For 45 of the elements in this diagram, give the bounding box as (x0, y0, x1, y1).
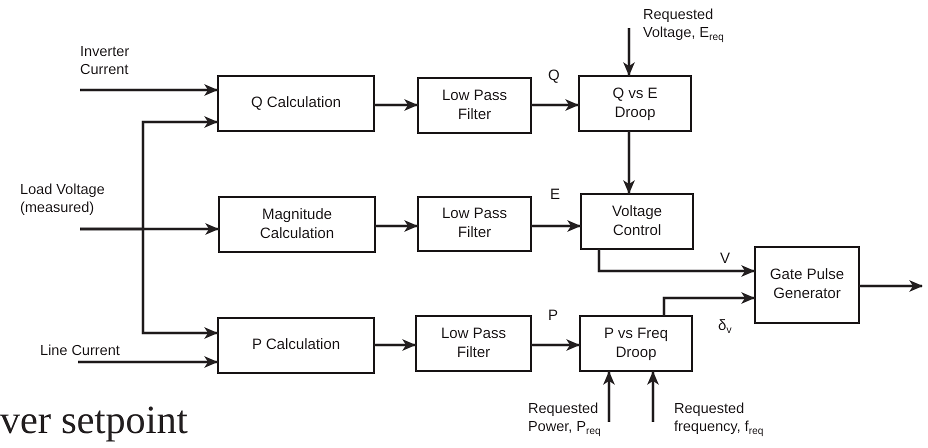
signal-label: Requested frequency, f$_{req}$ (674, 400, 764, 436)
arrow (623, 132, 635, 194)
arrow (647, 371, 659, 422)
process-box (580, 193, 694, 250)
process-box (217, 317, 375, 374)
arrow (78, 356, 218, 368)
caption-fragment: ver setpoint (0, 396, 188, 443)
arrow (80, 84, 218, 96)
block-label: Voltage Control (610, 202, 664, 240)
process-box (417, 196, 532, 252)
arrow (598, 250, 755, 277)
block-label: Low Pass Filter (440, 205, 508, 243)
block-label: Q vs E Droop (611, 84, 658, 122)
block-label: Magnitude Calculation (258, 206, 336, 244)
signal-label: Inverter Current (80, 43, 130, 80)
block-label: Low Pass Filter (440, 86, 508, 124)
process-box (217, 75, 375, 132)
edge-label: Q (546, 68, 562, 84)
process-box (417, 77, 532, 134)
signal-label: Load Voltage (measured) (20, 181, 106, 218)
arrow (375, 99, 418, 111)
arrow (662, 292, 755, 315)
arrow (860, 280, 923, 292)
process-box (754, 246, 860, 324)
process-box (218, 196, 376, 253)
block-label: Gate Pulse Generator (768, 266, 846, 304)
block-label: Q Calculation (250, 94, 342, 113)
arrow (375, 339, 416, 351)
block-label: P vs Freq Droop (603, 324, 669, 362)
block-label: P Calculation (252, 336, 340, 355)
arrow (623, 28, 635, 76)
process-box (578, 75, 692, 132)
signal-label: Line Current (40, 342, 120, 360)
signal-label: Requested Voltage, E$_{req}$ (643, 6, 725, 42)
process-box (579, 315, 693, 372)
arrow (532, 339, 580, 351)
arrow (532, 99, 579, 111)
arrow (80, 228, 218, 339)
signal-label: Requested Power, P$_{req}$ (528, 400, 602, 436)
process-box (415, 315, 532, 372)
arrow (532, 220, 581, 232)
arrow (603, 371, 615, 422)
arrow (376, 220, 418, 232)
edge-label: δ$_{v}$ (716, 318, 734, 334)
block-label: Low Pass Filter (440, 324, 508, 362)
